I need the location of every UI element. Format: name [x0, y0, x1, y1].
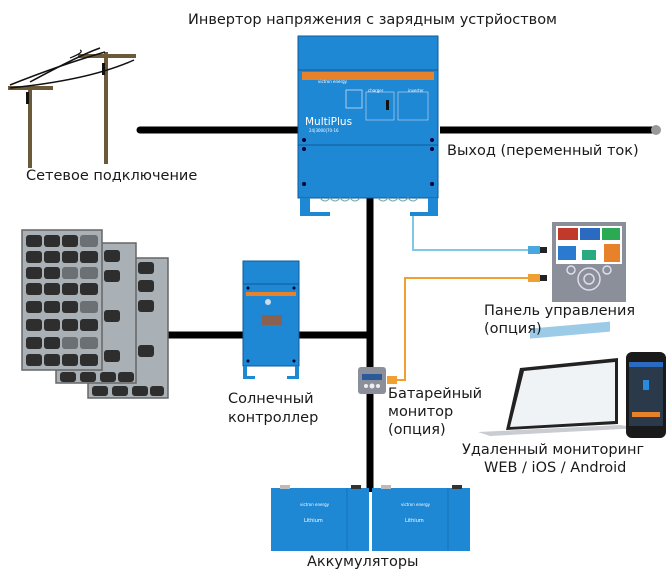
remote-monitoring-label-2: WEB / iOS / Android [484, 460, 627, 476]
ac-output-label: Выход (переменный ток) [447, 143, 639, 159]
batteries-label: Аккумуляторы [307, 554, 419, 570]
battery-monitor-icon [358, 367, 386, 394]
grid-connection-label: Сетевое подключение [26, 168, 198, 184]
laptop-icon [478, 321, 640, 436]
solar-controller-label-1: Солнечный [228, 391, 314, 407]
inverter-subtitle: 24|3000|70-16 [309, 128, 339, 133]
control-panel-icon [552, 222, 626, 302]
control-panel-label-1: Панель управления [484, 303, 636, 319]
battery-1-brand: victron energy [300, 502, 329, 507]
solar-charge-controller-icon [242, 260, 300, 379]
inverter-brand: victron energy [318, 79, 347, 84]
remote-monitoring-label-1: Удаленный мониторинг [462, 442, 645, 458]
battery-monitor-label-1: Батарейный [388, 386, 483, 402]
ve-bus-cable [412, 212, 535, 251]
ve-direct-cable [395, 277, 535, 381]
smartphone-icon [626, 352, 666, 438]
battery-monitor-label-2: монитор [388, 404, 454, 420]
inverter-inverter-title: inverter [408, 88, 424, 93]
batteries-icon [271, 485, 470, 551]
solar-controller-label-2: контроллер [228, 410, 319, 426]
multiplus-inverter-icon [297, 35, 439, 216]
battery-monitor-label-3: (опция) [388, 422, 446, 438]
inverter-model: MultiPlus [305, 116, 353, 128]
control-panel-label-2: (опция) [484, 321, 542, 337]
battery-2-brand: victron energy [401, 502, 430, 507]
battery-1-type: Lithium [304, 518, 323, 524]
diagram-title: Инвертор напряжения с зарядным устрйоств… [188, 12, 557, 28]
inverter-charger-title: charger [368, 88, 384, 93]
power-pole-icon [8, 47, 136, 168]
battery-2-type: Lithium [405, 518, 424, 524]
ac-output-terminal [651, 125, 661, 135]
solar-panels-icon [21, 229, 169, 399]
